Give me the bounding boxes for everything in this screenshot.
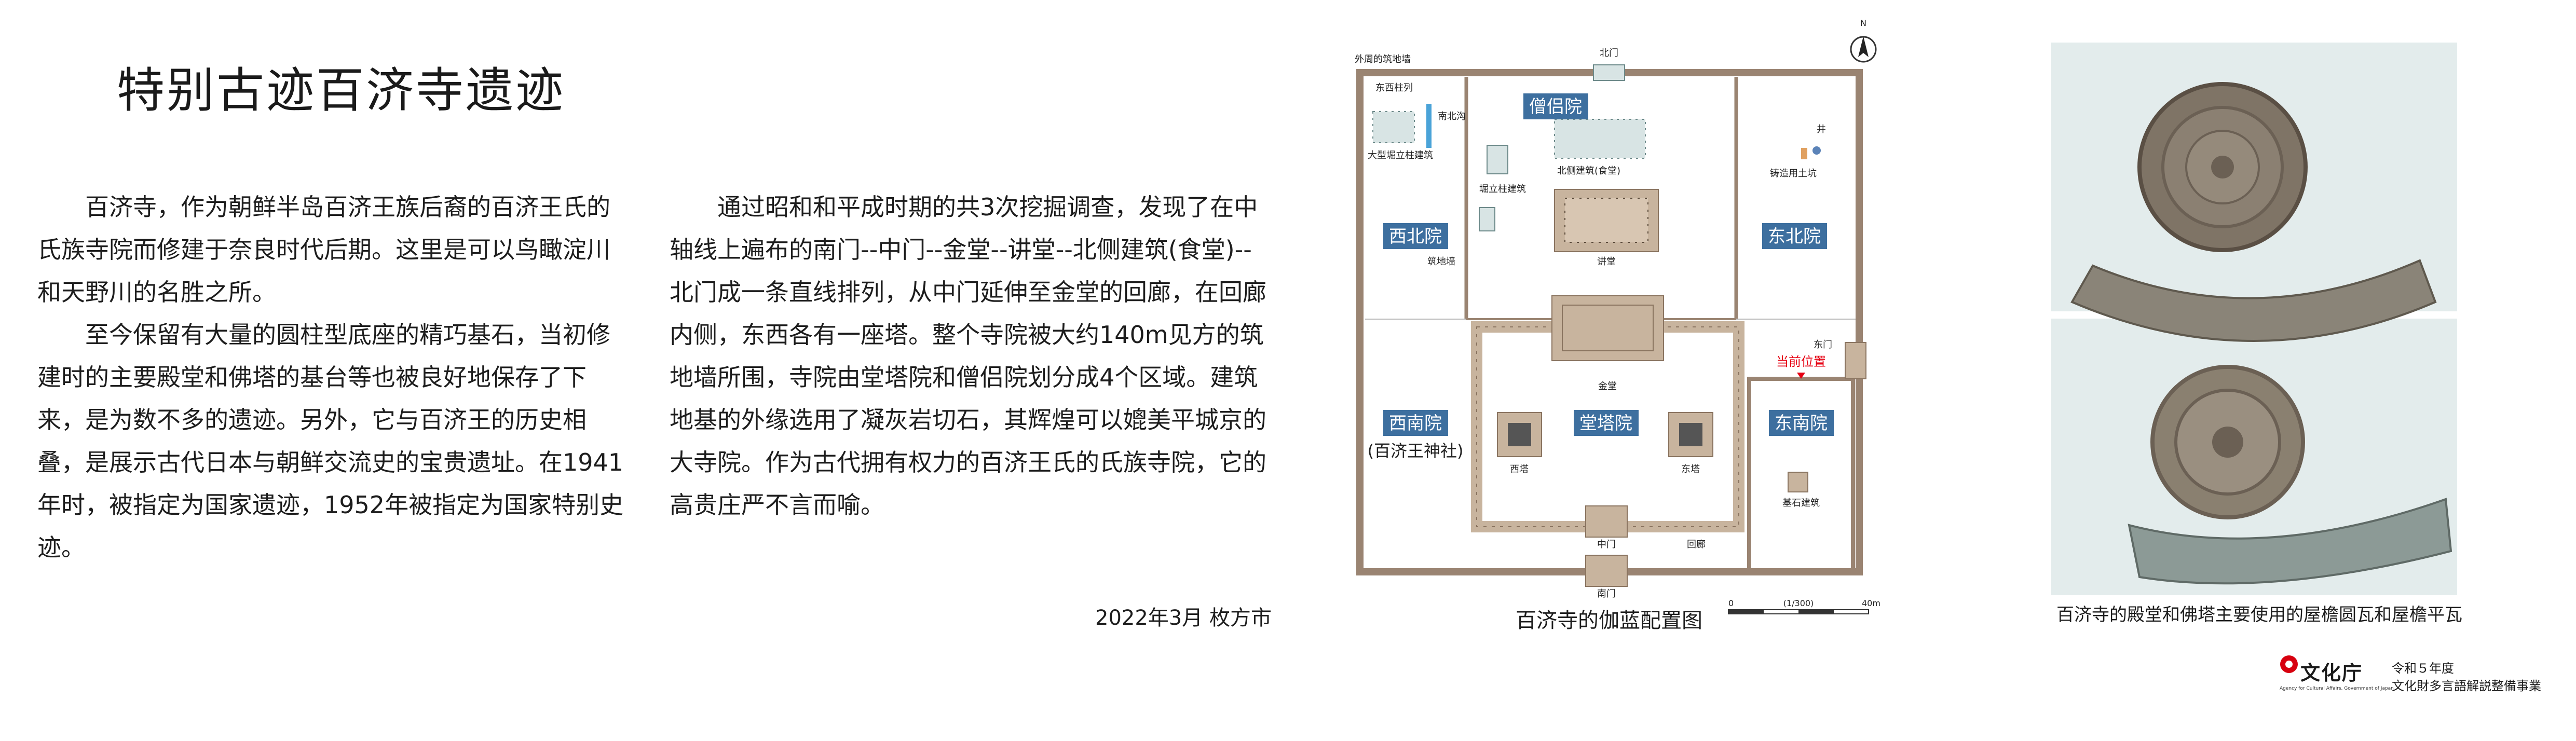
pillar-building	[1487, 145, 1508, 174]
label-east-gate: 东门	[1814, 339, 1832, 350]
text-column-left: 百济寺，作为朝鲜半岛百济王族后裔的百济王氏的氏族寺院而修建于奈良时代后期。这里是…	[37, 186, 629, 569]
label-middle-gate: 中门	[1597, 539, 1616, 550]
label-main-hall: 金堂	[1598, 381, 1617, 392]
foundry-pit	[1801, 148, 1807, 159]
main-hall	[1551, 295, 1664, 361]
base-building	[1788, 472, 1808, 492]
round-eave-tile-image	[2150, 365, 2305, 519]
flat-eave-tile-image	[2070, 259, 2437, 342]
label-shrine: (百济王神社)	[1368, 441, 1464, 461]
scale-max: 40m	[1862, 598, 1880, 608]
label-southeast: 东南院	[1775, 413, 1828, 434]
middle-gate	[1585, 505, 1628, 538]
text-column-right: 通过昭和和平成时期的共3次挖掘调查，发现了在中轴线上遍布的南门--中门--金堂-…	[670, 186, 1272, 526]
roof-tile-photos	[2070, 82, 2452, 585]
label-north-building: 北侧建筑(食堂)	[1557, 166, 1620, 176]
label-north-gate: 北门	[1600, 48, 1618, 59]
label-box: 堂塔院	[1574, 410, 1639, 436]
photo-caption: 百济寺的殿堂和佛塔主要使用的屋檐圆瓦和屋檐平瓦	[2056, 605, 2462, 625]
temple-layout-map: 僧侣院 西北院 东北院 西南院 堂塔院 东南院 外周的筑地墙 北门 东西柱列 南…	[1355, 18, 1877, 599]
large-pillar-building	[1372, 111, 1415, 143]
paragraph: 通过昭和和平成时期的共3次挖掘调查，发现了在中轴线上遍布的南门--中门--金堂-…	[670, 193, 1266, 519]
label-south-gate: 南门	[1597, 588, 1616, 599]
page-title: 特别古迹百济寺遗迹	[117, 63, 566, 118]
well-marker	[1812, 146, 1821, 155]
label-north-symbol: N	[1860, 18, 1866, 28]
paragraph: 百济寺，作为朝鲜半岛百济王族后裔的百济王氏的氏族寺院而修建于奈良时代后期。这里是…	[37, 193, 610, 306]
paragraph: 至今保留有大量的圆柱型底座的精巧基石，当初修建时的主要殿堂和佛塔的基台等也被良好…	[37, 321, 624, 561]
agency-name: 文化庁	[2300, 661, 2363, 684]
label-northwest: 西北院	[1389, 226, 1442, 247]
label-base-building: 基石建筑	[1782, 498, 1820, 509]
label-ditch: 南北沟	[1438, 111, 1466, 122]
footer-year: 令和５年度	[2392, 661, 2454, 676]
label-box: 西北院	[1383, 223, 1448, 249]
agency-subtitle: Agency for Cultural Affairs, Government …	[2280, 686, 2394, 691]
label-wall: 筑地墙	[1427, 256, 1455, 267]
agency-logo-icon	[2280, 655, 2298, 673]
label-pillar-building: 堀立柱建筑	[1479, 184, 1526, 195]
label-box: 东南院	[1769, 410, 1834, 436]
label-box: 西南院	[1383, 410, 1448, 436]
scale-zero: 0	[1728, 598, 1734, 608]
label-foundry-pit: 铸造用土坑	[1770, 168, 1817, 179]
scale-ratio: (1/300)	[1783, 598, 1814, 608]
north-gate	[1593, 64, 1625, 81]
label-pagoda-compound: 堂塔院	[1579, 413, 1632, 434]
label-southwest: 西南院	[1389, 413, 1442, 434]
label-corridor: 回廊	[1687, 539, 1706, 550]
label-east-pagoda: 东塔	[1681, 464, 1700, 475]
label-east-pillars: 东西柱列	[1375, 83, 1413, 93]
label-box: 僧侣院	[1523, 93, 1588, 119]
label-monk-compound: 僧侣院	[1529, 97, 1582, 117]
scale-bar: 0 (1/300) 40m	[1728, 598, 1880, 614]
label-well: 井	[1817, 124, 1826, 135]
east-gate	[1845, 342, 1866, 379]
label-outer-wall: 外周的筑地墙	[1355, 54, 1411, 65]
label-lecture-hall: 讲堂	[1597, 256, 1616, 267]
label-current-position: 当前位置	[1776, 354, 1826, 369]
current-position-marker	[1797, 373, 1805, 379]
flat-eave-tile-image	[2128, 498, 2452, 585]
round-eave-tile-image	[2137, 82, 2308, 252]
label-box: 东北院	[1762, 223, 1827, 249]
pillar-building	[1479, 207, 1495, 231]
date-line: 2022年3月 枚方市	[1095, 606, 1272, 630]
map-caption: 百济寺的伽蓝配置图	[1516, 609, 1702, 633]
south-gate	[1585, 555, 1628, 587]
north-building	[1554, 119, 1646, 159]
ditch	[1426, 104, 1432, 148]
label-northeast: 东北院	[1768, 226, 1821, 247]
footer-project: 文化財多言語解説整備事業	[2392, 679, 2541, 693]
label-west-pagoda: 西塔	[1510, 464, 1529, 475]
label-large-pillar-building: 大型堀立柱建筑	[1368, 150, 1433, 161]
